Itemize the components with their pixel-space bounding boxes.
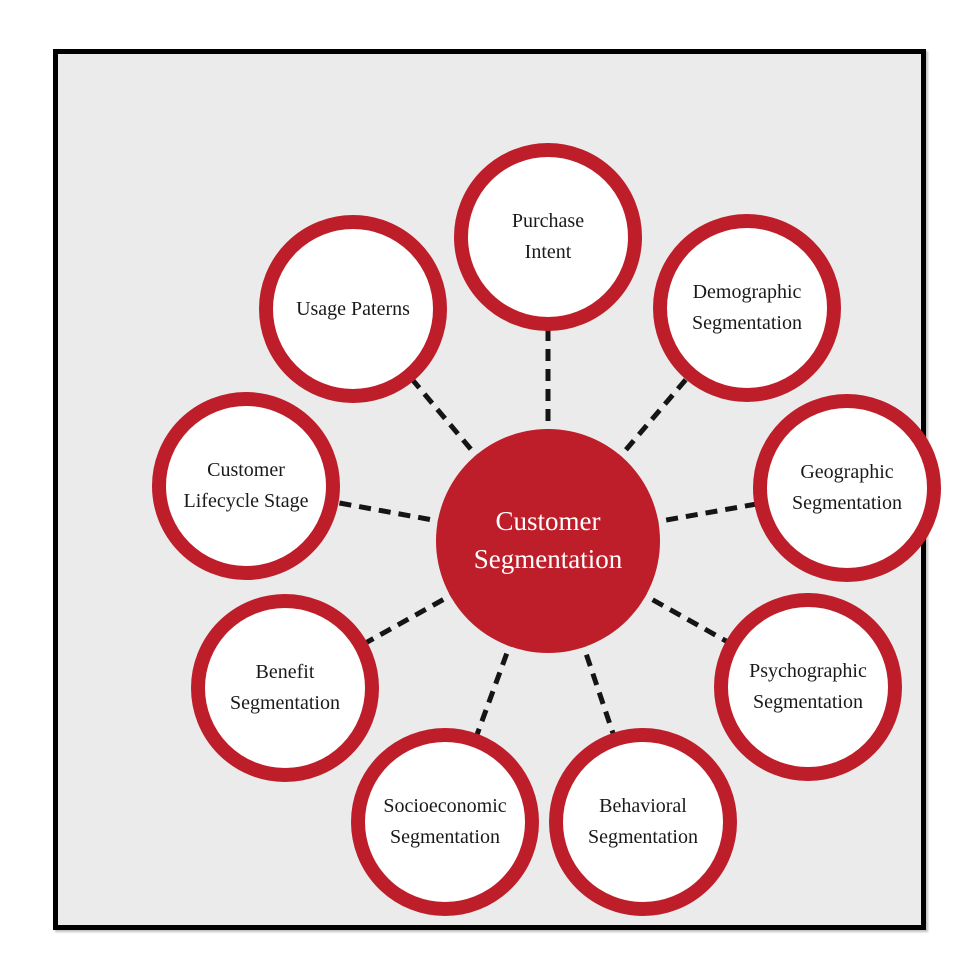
node-behavioral-segmentation: Behavioral Segmentation: [549, 728, 737, 916]
node-label: Psychographic Segmentation: [749, 660, 867, 713]
node-label: Benefit Segmentation: [230, 661, 340, 714]
hub-label: Customer Segmentation: [473, 506, 623, 574]
node-label: Customer Lifecycle Stage: [183, 459, 309, 512]
hub-customer-segmentation: Customer Segmentation: [436, 429, 660, 653]
node-geographic-segmentation: Geographic Segmentation: [753, 394, 941, 582]
node-psychographic-segmentation: Psychographic Segmentation: [714, 593, 902, 781]
node-label: Usage Paterns: [296, 297, 410, 320]
node-customer-lifecycle-stage: Customer Lifecycle Stage: [152, 392, 340, 580]
node-label: Demographic Segmentation: [692, 281, 802, 334]
node-label: Purchase Intent: [511, 210, 585, 263]
node-label: Geographic Segmentation: [792, 461, 902, 514]
node-socioeconomic-segmentation: Socioeconomic Segmentation: [351, 728, 539, 916]
node-label: Behavioral Segmentation: [588, 795, 698, 848]
node-label: Socioeconomic Segmentation: [383, 795, 507, 848]
node-demographic-segmentation: Demographic Segmentation: [653, 214, 841, 402]
node-purchase-intent: Purchase Intent: [454, 143, 642, 331]
node-usage-patterns: Usage Paterns: [259, 215, 447, 403]
diagram-frame: Customer Segmentation Purchase Intent De…: [53, 49, 941, 930]
node-benefit-segmentation: Benefit Segmentation: [191, 594, 379, 782]
